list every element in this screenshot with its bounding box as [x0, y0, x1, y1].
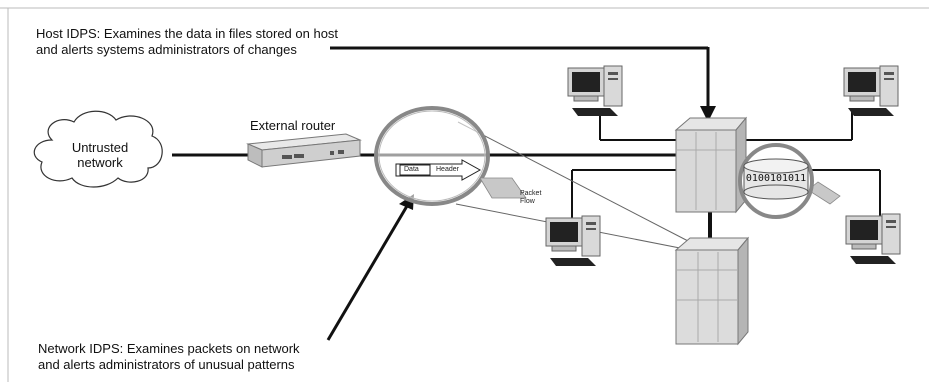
packet-shape [395, 159, 527, 199]
disk-magnifier-handle [807, 181, 841, 205]
network-idps-line2: and alerts administrators of unusual pat… [38, 357, 295, 372]
host-idps-line2: and alerts systems administrators of cha… [36, 42, 297, 57]
network-idps-line1: Network IDPS: Examines packets on networ… [38, 341, 300, 356]
disk-icon [743, 158, 809, 200]
workstation-top-left [567, 65, 623, 116]
untrusted-network-cloud [33, 110, 163, 188]
packet-data-label: Data [404, 166, 419, 173]
packet-flow-label: Packet Flow [520, 190, 541, 206]
network-magnifier [374, 106, 490, 206]
packet-flow-ribbon [479, 177, 527, 199]
packet-flow-line1: Packet [520, 190, 542, 197]
host-idps-line1: Host IDPS: Examines the data in files st… [36, 26, 339, 41]
host-arrow-head [700, 106, 716, 122]
cloud-label-line2: network [77, 155, 123, 170]
disk-bits-label: 0100101011 [745, 173, 807, 184]
cloud-label: Untrusted network [58, 140, 142, 170]
packet-flow-line2: Flow [520, 198, 535, 205]
router-label: External router [250, 118, 336, 133]
workstation-bottom-right [845, 213, 901, 264]
workstation-bottom-left [545, 215, 601, 266]
external-router [246, 133, 362, 168]
network-idps-callout: Network IDPS: Examines packets on networ… [38, 341, 300, 373]
network-arrow-line [326, 205, 409, 341]
cloud-label-line1: Untrusted [71, 140, 129, 155]
magnifier-line-top [457, 121, 691, 243]
lower-server [674, 236, 750, 346]
host-idps-callout: Host IDPS: Examines the data in files st… [36, 26, 338, 58]
workstation-top-right [843, 65, 899, 116]
packet-header-label: Header [436, 166, 459, 173]
host-server [674, 116, 748, 214]
